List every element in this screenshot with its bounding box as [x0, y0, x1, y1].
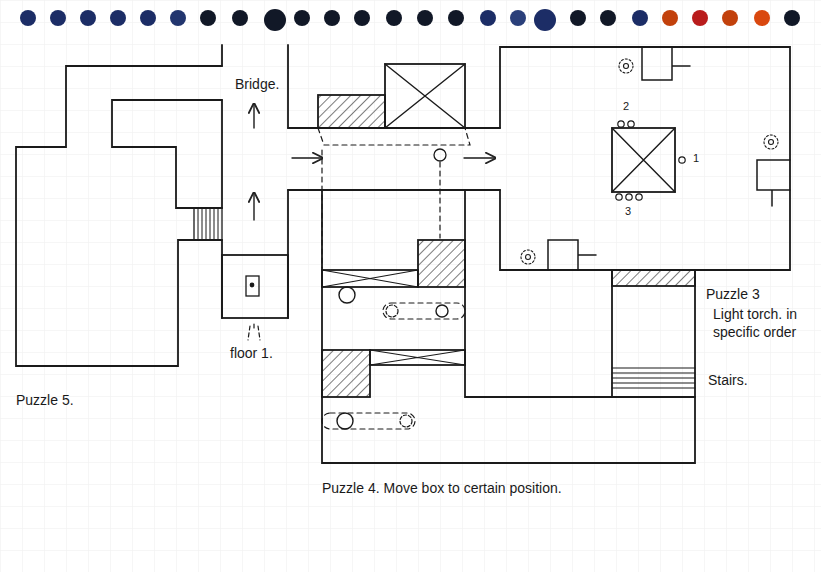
dot-row — [20, 9, 800, 31]
callout-number: 3 — [625, 205, 631, 219]
puzzle-note: Light torch. in specific order — [713, 306, 817, 341]
walls — [16, 45, 790, 463]
puzzle-label: Puzzle 5. — [16, 392, 74, 410]
callout-number: 2 — [623, 100, 629, 114]
puzzle-label: Puzzle 3 — [706, 286, 760, 304]
room-label: Bridge. — [235, 76, 279, 94]
room-label: floor 1. — [230, 345, 273, 363]
puzzle-label: Puzzle 4. Move box to certain position. — [322, 480, 562, 498]
room-label: Stairs. — [708, 372, 748, 390]
callout-number: 1 — [693, 152, 699, 166]
